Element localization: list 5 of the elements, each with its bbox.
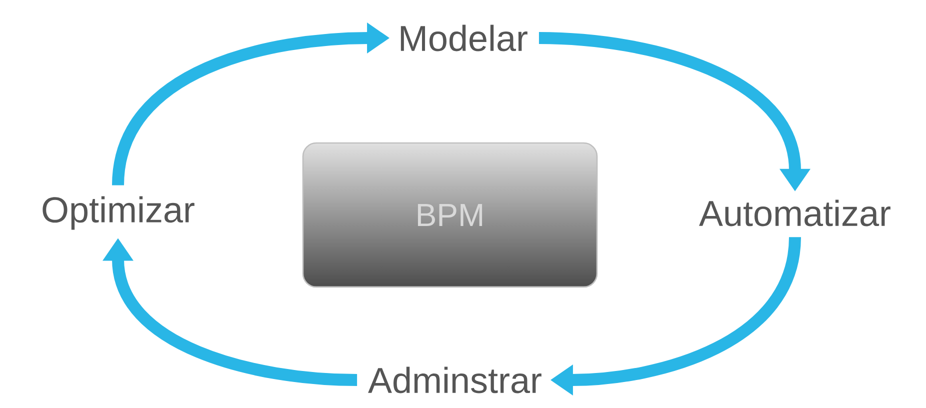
step-label: Adminstrar	[368, 366, 542, 394]
step-label: Optimizar	[42, 196, 194, 230]
step-label: Automatizar	[699, 200, 890, 226]
center-box: BPM	[302, 142, 598, 288]
step-label: Modelar	[400, 24, 528, 52]
